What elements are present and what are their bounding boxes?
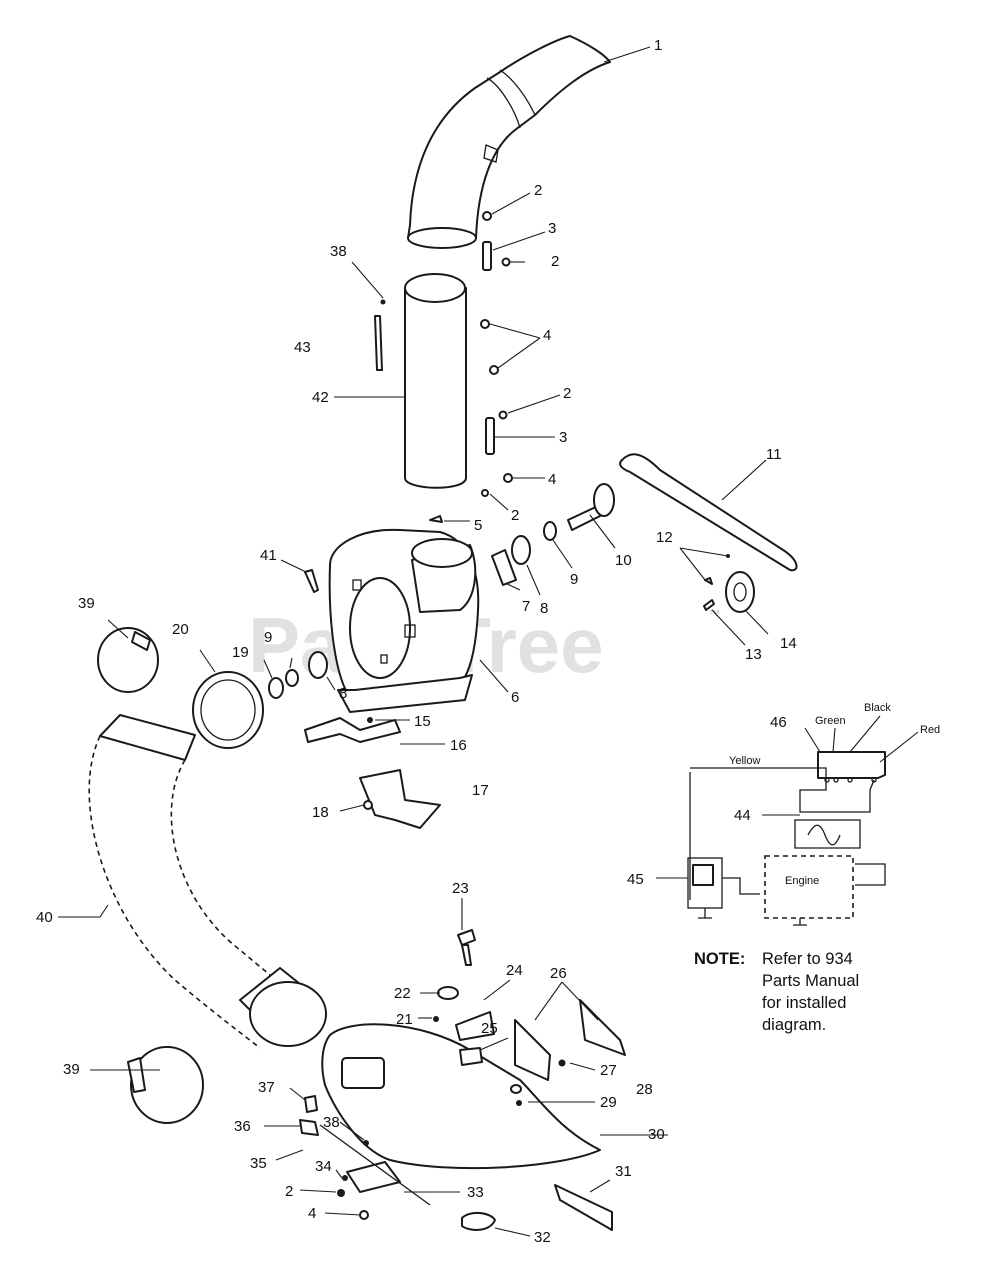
bracket-hardware-bottom bbox=[299, 1095, 613, 1231]
callout-9: 9 bbox=[264, 629, 272, 646]
callout-3: 3 bbox=[548, 220, 556, 237]
bolt-part-41 bbox=[304, 569, 319, 593]
callout-38: 38 bbox=[330, 243, 347, 260]
callout-39: 39 bbox=[78, 595, 95, 612]
callout-26: 26 bbox=[550, 965, 567, 982]
discharge-elbow-part-1 bbox=[407, 35, 611, 249]
callout-19: 19 bbox=[232, 644, 249, 661]
clamp-part-39-lower bbox=[127, 1046, 204, 1124]
note-text: Refer to 934 Parts Manual for installed … bbox=[762, 950, 860, 1034]
callout-45: 45 bbox=[627, 871, 644, 888]
callout-39: 39 bbox=[63, 1061, 80, 1078]
wire-label-yellow: Yellow bbox=[729, 755, 760, 767]
callout-40: 40 bbox=[36, 909, 53, 926]
callout-44: 44 bbox=[734, 807, 751, 824]
callout-labels: 1 2 3 2 38 43 4 42 2 3 4 2 5 11 10 9 12 … bbox=[36, 37, 940, 1246]
callout-5: 5 bbox=[474, 517, 482, 534]
callout-17: 17 bbox=[472, 782, 489, 799]
tube-part-42 bbox=[404, 273, 467, 489]
callout-4: 4 bbox=[543, 327, 551, 344]
callout-14: 14 bbox=[780, 635, 797, 652]
callout-36: 36 bbox=[234, 1118, 251, 1135]
callout-30: 30 bbox=[648, 1126, 665, 1143]
hose-part-40 bbox=[88, 714, 327, 1049]
blower-housing-part-6 bbox=[328, 528, 480, 713]
callout-2: 2 bbox=[563, 385, 571, 402]
callout-32: 32 bbox=[534, 1229, 551, 1246]
callout-9: 9 bbox=[570, 571, 578, 588]
adapter-ring-part-20 bbox=[192, 671, 264, 749]
callout-13: 13 bbox=[745, 646, 762, 663]
leader-lines bbox=[58, 46, 919, 1237]
callout-8: 8 bbox=[540, 600, 548, 617]
engine-label: Engine bbox=[785, 875, 819, 887]
callout-42: 42 bbox=[312, 389, 329, 406]
callout-31: 31 bbox=[615, 1163, 632, 1180]
callout-8: 8 bbox=[339, 685, 347, 702]
callout-16: 16 bbox=[450, 737, 467, 754]
callout-37: 37 bbox=[258, 1079, 275, 1096]
callout-2: 2 bbox=[551, 253, 559, 270]
hardware-upper bbox=[429, 211, 513, 523]
watermark-trademark: ™ bbox=[708, 607, 720, 621]
callout-25: 25 bbox=[481, 1020, 498, 1037]
callout-34: 34 bbox=[315, 1158, 332, 1175]
callout-1: 1 bbox=[654, 37, 662, 54]
callout-24: 24 bbox=[506, 962, 523, 979]
callout-12: 12 bbox=[656, 529, 673, 546]
wire-label-red: Red bbox=[920, 724, 940, 736]
belt-part-11 bbox=[619, 453, 798, 572]
shaft-assembly bbox=[491, 483, 615, 586]
callout-43: 43 bbox=[294, 339, 311, 356]
callout-6: 6 bbox=[511, 689, 519, 706]
note-label: NOTE: bbox=[694, 950, 746, 968]
callout-2: 2 bbox=[285, 1183, 293, 1200]
collector-chute-part-30 bbox=[321, 1023, 601, 1170]
callout-29: 29 bbox=[600, 1094, 617, 1111]
wiring-diagram bbox=[687, 751, 886, 926]
bearing-parts bbox=[268, 651, 328, 699]
callout-11: 11 bbox=[766, 446, 782, 463]
callout-22: 22 bbox=[394, 985, 411, 1002]
callout-4: 4 bbox=[308, 1205, 316, 1222]
callout-33: 33 bbox=[467, 1184, 484, 1201]
wire-label-black: Black bbox=[864, 702, 891, 714]
callout-2: 2 bbox=[511, 507, 519, 524]
callout-41: 41 bbox=[260, 547, 277, 564]
clamp-part-39-upper bbox=[97, 627, 159, 693]
callout-15: 15 bbox=[414, 713, 431, 730]
callout-27: 27 bbox=[600, 1062, 617, 1079]
rod-part-38 bbox=[374, 299, 386, 371]
callout-4: 4 bbox=[548, 471, 556, 488]
wire-label-green: Green bbox=[815, 715, 846, 727]
callout-23: 23 bbox=[452, 880, 469, 897]
callout-28: 28 bbox=[636, 1081, 653, 1098]
mount-brackets bbox=[304, 717, 441, 829]
callout-38: 38 bbox=[323, 1114, 340, 1131]
callout-35: 35 bbox=[250, 1155, 267, 1172]
callout-2: 2 bbox=[534, 182, 542, 199]
small-hardware-lower bbox=[433, 929, 626, 1106]
callout-21: 21 bbox=[396, 1011, 413, 1028]
pulley-part-14 bbox=[703, 554, 755, 613]
callout-46: 46 bbox=[770, 714, 787, 731]
callout-18: 18 bbox=[312, 804, 329, 821]
callout-3: 3 bbox=[559, 429, 567, 446]
callout-10: 10 bbox=[615, 552, 632, 569]
callout-20: 20 bbox=[172, 621, 189, 638]
callout-7: 7 bbox=[522, 598, 530, 615]
